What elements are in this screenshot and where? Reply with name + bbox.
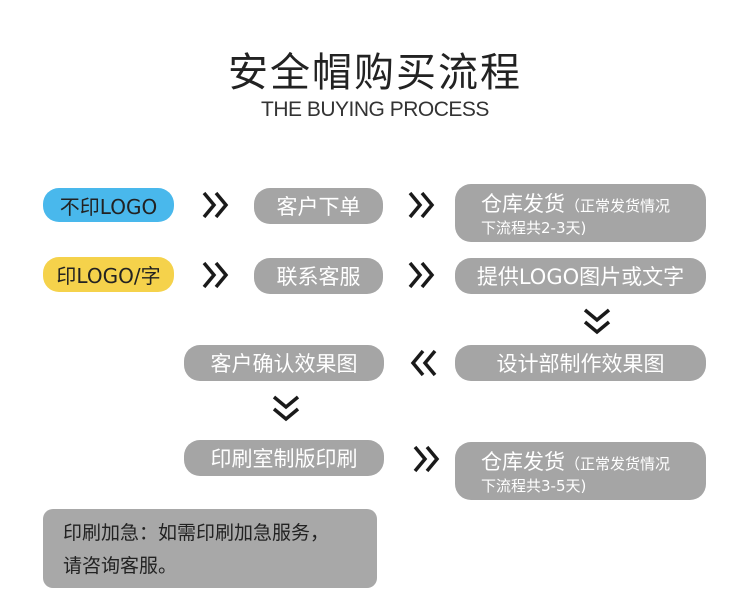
double-chevron-right-icon	[412, 443, 442, 475]
with-logo-tag-label: 印LOGO/字	[56, 264, 161, 288]
note-line-1: 印刷加急：如需印刷加急服务，	[63, 522, 330, 544]
customer-confirm-step: 客户确认效果图	[184, 345, 384, 381]
double-chevron-right-icon	[201, 259, 231, 291]
double-chevron-right-icon	[407, 189, 437, 221]
page-subtitle: THE BUYING PROCESS	[261, 98, 489, 121]
with-logo-tag: 印LOGO/字	[43, 257, 174, 292]
urgent-print-note: 印刷加急：如需印刷加急服务， 请咨询客服。	[43, 509, 377, 588]
double-chevron-down-icon	[270, 394, 302, 424]
note-line-2: 请咨询客服。	[63, 555, 178, 577]
place-order-label: 客户下单	[276, 195, 361, 219]
contact-service-label: 联系客服	[276, 265, 361, 289]
double-chevron-down-icon	[581, 307, 613, 337]
double-chevron-right-icon	[407, 259, 437, 291]
ship-step-note-2: 下流程共3-5天)	[481, 477, 587, 495]
ship-step-label: 仓库发货	[481, 192, 565, 216]
customer-confirm-label: 客户确认效果图	[210, 352, 358, 376]
provide-logo-step: 提供LOGO图片或文字	[455, 258, 706, 294]
print-step-label: 印刷室制版印刷	[210, 447, 358, 471]
design-mockup-label: 设计部制作效果图	[496, 352, 665, 376]
design-mockup-step: 设计部制作效果图	[455, 345, 706, 381]
double-chevron-left-icon	[408, 347, 438, 379]
ship-step-note-2: 下流程共2-3天)	[481, 219, 587, 237]
print-step: 印刷室制版印刷	[184, 440, 384, 476]
ship-step-note-1: （正常发货情况	[565, 455, 671, 473]
ship-step-label: 仓库发货	[481, 450, 565, 474]
double-chevron-right-icon	[201, 189, 231, 221]
no-logo-tag: 不印LOGO	[43, 188, 174, 222]
page-title: 安全帽购买流程	[228, 50, 522, 96]
contact-service-step: 联系客服	[254, 258, 383, 294]
ship-step-with-logo: 仓库发货（正常发货情况 下流程共3-5天)	[455, 442, 706, 500]
no-logo-tag-label: 不印LOGO	[59, 194, 158, 219]
ship-step-no-logo: 仓库发货（正常发货情况 下流程共2-3天)	[455, 184, 706, 242]
provide-logo-label: 提供LOGO图片或文字	[476, 265, 685, 289]
place-order-step: 客户下单	[254, 188, 383, 224]
ship-step-note-1: （正常发货情况	[565, 197, 671, 215]
